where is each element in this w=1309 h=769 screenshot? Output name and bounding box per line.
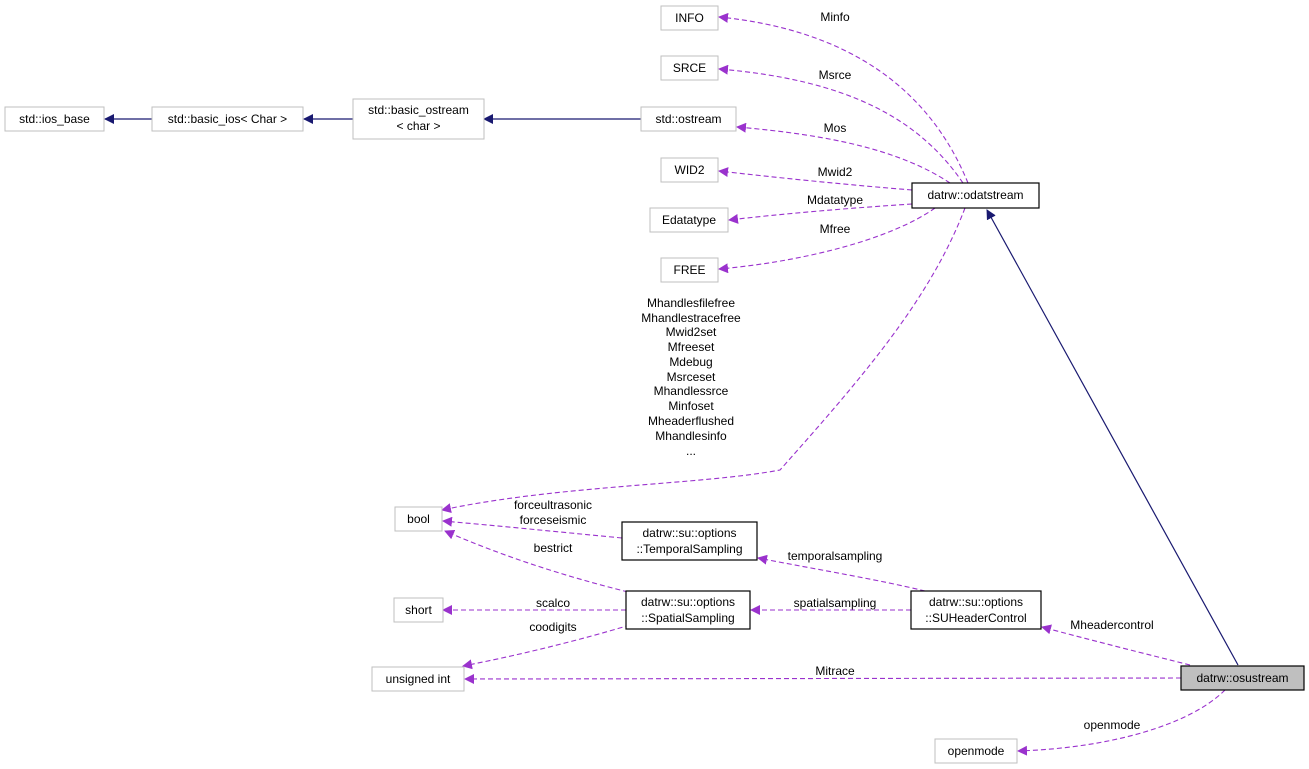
usage-edge-mos xyxy=(736,122,951,184)
node-edatatype[interactable]: Edatatype xyxy=(649,207,729,233)
edge-label-mdatatype: Mdatatype xyxy=(807,193,863,207)
node-label: SRCE xyxy=(673,61,706,75)
node-std-basic-ostream[interactable]: std::basic_ostream < char > xyxy=(352,98,485,140)
node-std-ios-base[interactable]: std::ios_base xyxy=(4,106,105,132)
node-label-line-1: datrw::su::options xyxy=(929,595,1023,609)
usage-edge-mheadercontrol xyxy=(1041,624,1191,666)
edge-label-forceultrasonic: forceultrasonic xyxy=(514,498,592,512)
node-label-line-2: ::SpatialSampling xyxy=(641,611,734,625)
node-label: openmode xyxy=(948,744,1005,758)
node-label: INFO xyxy=(675,11,704,25)
node-label: unsigned int xyxy=(386,672,451,686)
edge-label-mos: Mos xyxy=(824,121,847,135)
node-temporal-sampling[interactable]: datrw::su::options ::TemporalSampling xyxy=(621,521,758,561)
usage-edge-openmode xyxy=(1017,689,1226,756)
edge-label-line: Msrceset xyxy=(667,370,716,384)
node-std-basic-ios[interactable]: std::basic_ios< Char > xyxy=(151,106,304,132)
edge-label-line: Mhandlesfilefree xyxy=(647,296,735,310)
edge-label-mitrace: Mitrace xyxy=(815,664,855,678)
edge-label-coodigits: coodigits xyxy=(529,620,576,634)
edge-label-scalco: scalco xyxy=(536,596,570,610)
edge-label-line: Minfoset xyxy=(668,399,714,413)
edge-label-minfo: Minfo xyxy=(820,10,850,24)
edge-label-line: Mhandlestracefree xyxy=(641,311,741,325)
node-label-line-2: ::SUHeaderControl xyxy=(925,611,1026,625)
node-bool[interactable]: bool xyxy=(394,506,443,532)
node-spatial-sampling[interactable]: datrw::su::options ::SpatialSampling xyxy=(625,590,751,630)
edge-label-line: Mhandlesinfo xyxy=(655,429,727,443)
node-label: bool xyxy=(407,512,430,526)
usage-edge-coodigits xyxy=(462,624,631,670)
node-label: datrw::osustream xyxy=(1196,671,1288,685)
node-datrw-odatstream[interactable]: datrw::odatstream xyxy=(911,182,1040,209)
edge-label-forceseismic: forceseismic xyxy=(520,513,587,527)
edge-label-line: Mheaderflushed xyxy=(648,414,734,428)
usage-edge-mitrace xyxy=(464,673,1182,684)
node-label-line-1: datrw::su::options xyxy=(642,526,736,540)
edge-label-line: ... xyxy=(686,444,696,458)
node-label: std::ostream xyxy=(655,112,721,126)
node-label: WID2 xyxy=(675,163,705,177)
edge-label-spatialsampling: spatialsampling xyxy=(794,596,877,610)
usage-edge-minfo xyxy=(718,12,969,184)
edge-label-line: Mwid2set xyxy=(666,325,717,339)
node-openmode[interactable]: openmode xyxy=(934,738,1018,764)
node-srce[interactable]: SRCE xyxy=(660,55,719,81)
node-label-line-2: < char > xyxy=(396,119,440,133)
usage-edge-mfree xyxy=(718,207,936,274)
node-std-ostream[interactable]: std::ostream xyxy=(640,106,737,132)
node-datrw-osustream[interactable]: datrw::osustream xyxy=(1180,665,1305,691)
node-su-header-control[interactable]: datrw::su::options ::SUHeaderControl xyxy=(910,590,1042,630)
usage-edge-bestrict xyxy=(444,530,629,593)
edge-label-msrce: Msrce xyxy=(819,68,852,82)
node-label-line-1: std::basic_ostream xyxy=(368,103,469,117)
edge-label-mwid2: Mwid2 xyxy=(818,165,853,179)
edge-label-bool-members: Mhandlesfilefree Mhandlestracefree Mwid2… xyxy=(641,296,741,458)
edge-label-mfree: Mfree xyxy=(820,222,851,236)
node-unsigned-int[interactable]: unsigned int xyxy=(371,666,465,692)
node-label: FREE xyxy=(673,263,705,277)
edge-label-line: Mdebug xyxy=(669,355,712,369)
node-free[interactable]: FREE xyxy=(660,257,719,283)
node-label-line-2: ::TemporalSampling xyxy=(636,542,742,556)
node-label-line-1: datrw::su::options xyxy=(641,595,735,609)
node-label: std::basic_ios< Char > xyxy=(168,112,287,126)
usage-edge-mdatatype xyxy=(728,203,913,224)
node-label: datrw::odatstream xyxy=(927,188,1023,202)
node-wid2[interactable]: WID2 xyxy=(660,157,719,183)
usage-edge-force xyxy=(442,516,623,539)
inherit-edge-osustream-to-odatstream xyxy=(986,209,1239,666)
edge-label-temporalsampling: temporalsampling xyxy=(788,549,883,563)
edge-label-line: Mhandlessrce xyxy=(654,384,729,398)
node-short[interactable]: short xyxy=(393,597,444,623)
edge-label-line: Mfreeset xyxy=(668,340,715,354)
node-label: std::ios_base xyxy=(19,112,90,126)
edge-label-bestrict: bestrict xyxy=(534,541,573,555)
usage-edge-bool-members xyxy=(441,207,966,514)
usage-edge-temporalsampling xyxy=(757,554,926,592)
node-label: short xyxy=(405,603,432,617)
edge-label-mheadercontrol: Mheadercontrol xyxy=(1070,618,1153,632)
node-label: Edatatype xyxy=(662,213,716,227)
usage-edge-mwid2 xyxy=(718,167,913,191)
edge-label-openmode: openmode xyxy=(1084,718,1141,732)
node-info[interactable]: INFO xyxy=(660,5,719,31)
